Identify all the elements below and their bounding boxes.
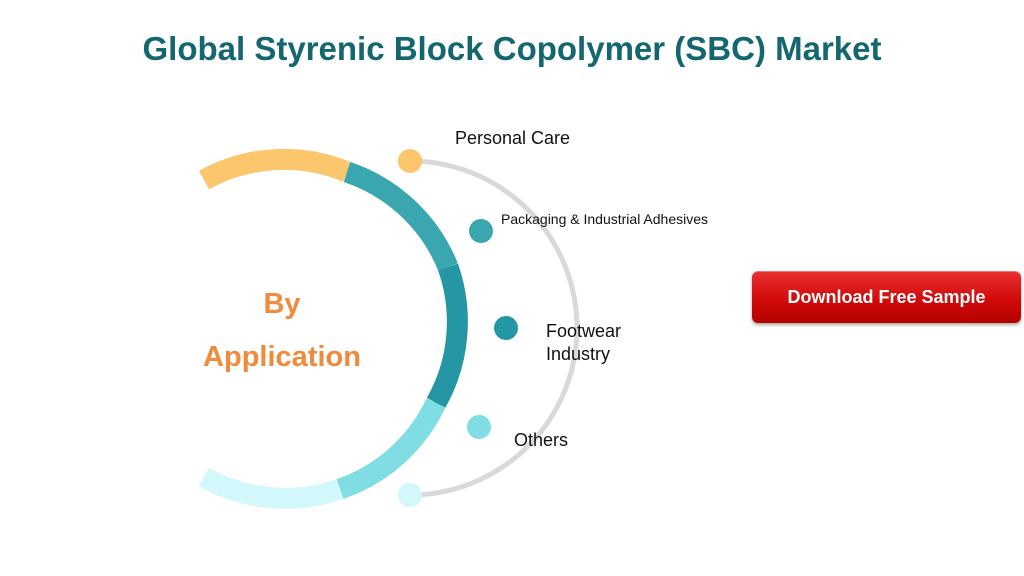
segment-label-personal-care: Personal Care bbox=[455, 128, 571, 148]
ring-segment-footwear bbox=[426, 263, 468, 409]
node-others bbox=[467, 415, 491, 439]
connector-track bbox=[409, 158, 580, 498]
download-free-sample-button[interactable]: Download Free Sample bbox=[752, 271, 1021, 323]
node-tail bbox=[398, 483, 422, 507]
node-packaging bbox=[469, 219, 493, 243]
ring-segment-tail bbox=[198, 467, 344, 509]
ring-segment-personal-care bbox=[198, 148, 352, 190]
page-title: Global Styrenic Block Copolymer (SBC) Ma… bbox=[142, 30, 882, 67]
segment-label-packaging: Packaging & Industrial Adhesives bbox=[501, 211, 709, 227]
segment-label-footwear: Footwear Industry bbox=[546, 321, 622, 364]
segment-label-others: Others bbox=[514, 430, 569, 450]
ring-segment-others bbox=[336, 398, 446, 499]
center-label-by: By bbox=[263, 288, 301, 320]
center-label-application: Application bbox=[203, 341, 361, 373]
node-footwear bbox=[494, 316, 518, 340]
node-personal-care bbox=[398, 149, 422, 173]
ring-segment-packaging bbox=[343, 162, 458, 272]
